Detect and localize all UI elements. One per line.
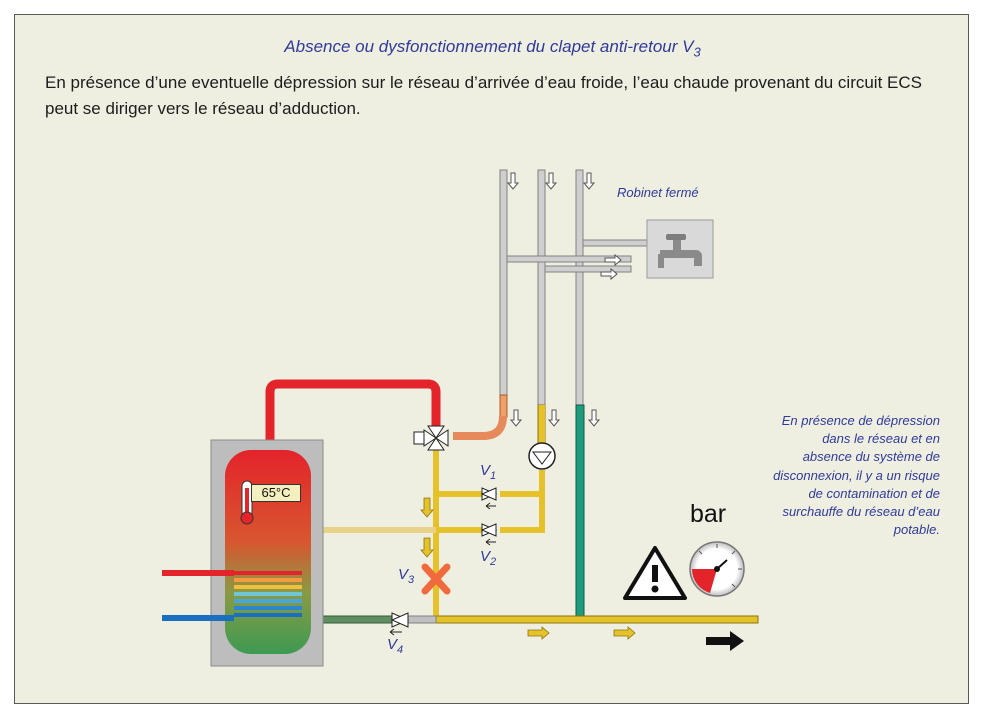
- intro-text: En présence d’une eventuelle dépression …: [45, 73, 922, 118]
- pressure-gauge-icon: [689, 541, 745, 597]
- hot-pipe: [265, 379, 441, 445]
- side-note: En présence de dépression dans le réseau…: [773, 413, 940, 538]
- check-valve-v4-icon: [389, 612, 410, 636]
- main-outlet-pipe: [435, 615, 759, 624]
- flow-arrows-grey: [506, 172, 622, 427]
- diagram-title: Absence ou dysfonctionnement du clapet a…: [284, 37, 701, 60]
- pressure-unit-label: bar: [690, 500, 727, 528]
- cold-inlet-pipe: [315, 615, 397, 624]
- riser-colored-segments: [453, 394, 585, 618]
- faucet-label: Robinet fermé: [617, 185, 699, 200]
- pump-icon: [528, 442, 556, 470]
- check-valve-v2-icon: [480, 523, 498, 546]
- check-valve-v1-icon: [480, 487, 498, 510]
- tank-return-pipe: [318, 527, 436, 533]
- three-way-valve-icon: [413, 425, 449, 451]
- outflow-arrow-icon: [706, 631, 744, 651]
- tank-coil: [162, 570, 302, 621]
- valve-label-v3: V3: [398, 566, 415, 586]
- valve-label-v2: V2: [480, 548, 497, 568]
- temperature-label: 65°C: [251, 484, 301, 502]
- hot-water-tank: [210, 439, 324, 667]
- flow-arrows-yellow: [420, 497, 636, 640]
- riser-pipes: [499, 169, 652, 411]
- diagram-panel: Absence ou dysfonctionnement du clapet a…: [14, 14, 969, 704]
- valve-label-v1: V1: [480, 462, 497, 482]
- valve-label-v4: V4: [387, 636, 404, 656]
- failed-valve-v3-icon: [421, 563, 451, 595]
- faucet-icon: [646, 219, 714, 279]
- warning-icon: [623, 546, 687, 600]
